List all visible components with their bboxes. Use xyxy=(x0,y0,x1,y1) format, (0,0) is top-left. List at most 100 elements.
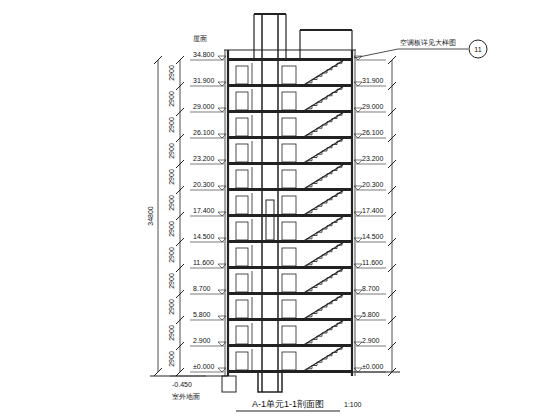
dimension-label: 2900 xyxy=(168,297,175,317)
elevation-label: 29.000 xyxy=(193,103,214,110)
elevation-mark xyxy=(218,290,226,294)
dimension-label: 2900 xyxy=(168,141,175,161)
door xyxy=(236,300,248,318)
level-name: 屋面 xyxy=(193,35,207,42)
line xyxy=(176,238,184,246)
elevation-label: 8.700 xyxy=(362,285,380,292)
line xyxy=(190,164,224,165)
elevation-mark xyxy=(218,264,226,268)
line xyxy=(261,14,263,392)
line xyxy=(356,138,386,139)
foundation xyxy=(222,376,236,392)
ground xyxy=(150,372,400,392)
line xyxy=(299,30,300,60)
door xyxy=(282,118,296,136)
line xyxy=(252,115,253,138)
door xyxy=(236,66,248,84)
floor-slab xyxy=(228,188,352,191)
line xyxy=(190,346,224,347)
floor-slab xyxy=(228,110,352,113)
line xyxy=(354,49,398,58)
elevation-label: 29.000 xyxy=(362,103,383,110)
elevation-label: 20.300 xyxy=(193,181,214,188)
line xyxy=(190,190,224,191)
elevation-label: 34.800 xyxy=(193,51,214,58)
line xyxy=(252,193,253,216)
elevation-label: 26.100 xyxy=(193,129,214,136)
line xyxy=(176,264,184,272)
dimension-label: 2900 xyxy=(168,349,175,369)
line xyxy=(388,264,396,272)
line xyxy=(190,242,224,243)
line xyxy=(252,323,253,346)
line xyxy=(176,368,184,376)
dimension-label: 2900 xyxy=(168,89,175,109)
line xyxy=(176,82,184,90)
callout xyxy=(236,40,487,411)
floor-slab xyxy=(228,266,352,269)
line xyxy=(176,134,184,142)
line xyxy=(356,372,386,373)
dimension-label: 2900 xyxy=(168,245,175,265)
dimension-label: 2900 xyxy=(168,323,175,343)
line xyxy=(150,376,228,377)
line xyxy=(344,137,348,138)
line xyxy=(190,112,224,113)
elevation-label: 2.900 xyxy=(362,337,380,344)
line xyxy=(388,56,396,64)
line xyxy=(236,410,340,411)
line xyxy=(170,376,206,377)
elevation-mark xyxy=(218,212,226,216)
line xyxy=(176,212,184,220)
elevation-label: 26.100 xyxy=(362,129,383,136)
line xyxy=(176,316,184,324)
ground-note: 室外地面 xyxy=(172,393,200,400)
dimension-label: 2900 xyxy=(168,271,175,291)
line xyxy=(388,82,396,90)
elevation-mark xyxy=(218,186,226,190)
line xyxy=(302,138,344,164)
elevation-mark xyxy=(218,316,226,320)
line xyxy=(388,290,396,298)
door xyxy=(282,92,296,110)
dimension-label: 2900 xyxy=(168,167,175,187)
line xyxy=(224,49,356,50)
elevation-label: 31.900 xyxy=(193,77,214,84)
line xyxy=(300,29,352,31)
door xyxy=(282,326,296,344)
line xyxy=(176,186,184,194)
walls xyxy=(225,14,355,392)
callout-number: 11 xyxy=(474,46,481,53)
elevation-label: 8.700 xyxy=(193,285,211,292)
line xyxy=(158,60,159,372)
callout-circle xyxy=(469,40,487,58)
elevation-mark xyxy=(218,342,226,346)
line xyxy=(388,368,396,376)
line xyxy=(356,216,386,217)
line xyxy=(302,320,344,346)
elevation-mark xyxy=(218,82,226,86)
elevation-label: 17.400 xyxy=(193,207,214,214)
elevation-mark xyxy=(354,316,362,320)
line xyxy=(388,134,396,142)
total-dimension: 34800 xyxy=(147,204,154,227)
line xyxy=(388,108,396,116)
elevation-label: 20.300 xyxy=(362,181,383,188)
elevation-mark xyxy=(354,342,362,346)
door xyxy=(282,66,296,84)
door xyxy=(282,248,296,266)
line xyxy=(190,86,224,87)
line xyxy=(356,294,386,295)
door xyxy=(236,118,248,136)
door xyxy=(282,170,296,188)
line xyxy=(190,138,224,139)
floor-slab xyxy=(228,318,352,321)
line xyxy=(252,297,253,320)
elevation-label: -0.450 xyxy=(172,381,192,388)
line xyxy=(356,60,386,61)
line xyxy=(344,319,348,320)
elevation-label: 14.500 xyxy=(193,233,214,240)
dimension-label: 2900 xyxy=(168,63,175,83)
line xyxy=(302,112,344,138)
door xyxy=(282,352,296,370)
